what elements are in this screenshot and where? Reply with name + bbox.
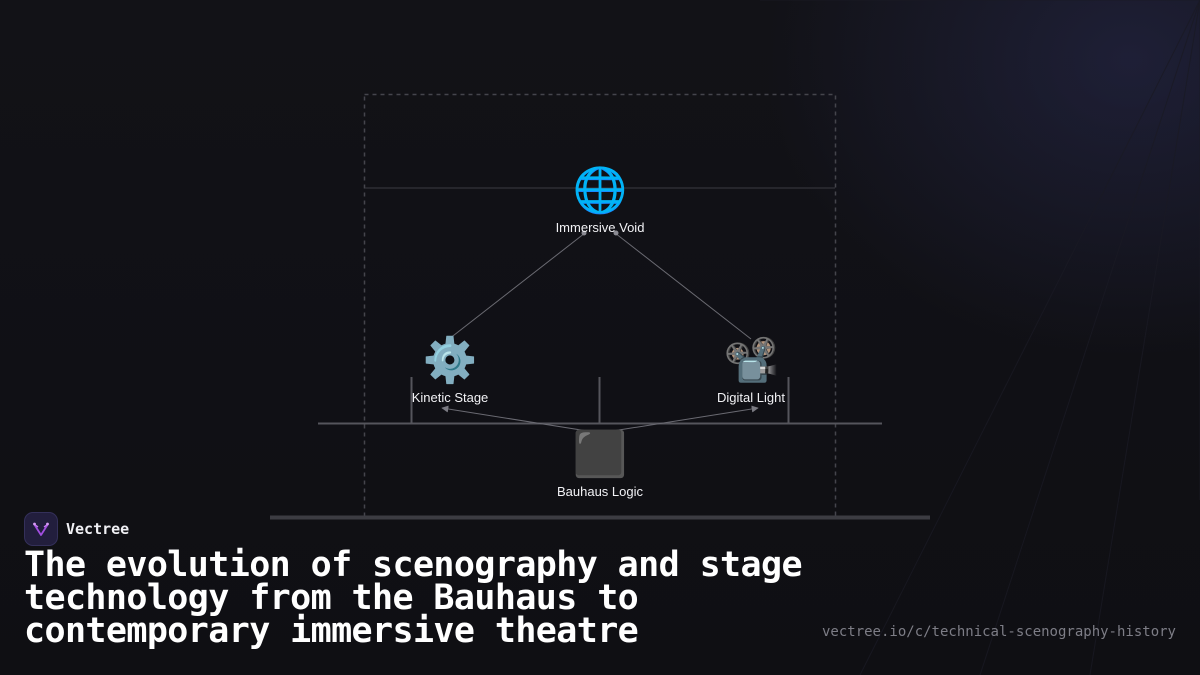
- brand-name: Vectree: [66, 520, 130, 538]
- node-kinetic-stage: ⚙️ Kinetic Stage: [370, 336, 530, 405]
- gear-icon: ⚙️: [422, 336, 478, 385]
- vectree-logo-icon: [24, 512, 58, 546]
- edge-anchor-left: [581, 230, 587, 236]
- vectree-mark-icon: [33, 522, 49, 536]
- node-label: Bauhaus Logic: [556, 484, 643, 499]
- brand: Vectree: [24, 512, 129, 546]
- film-projector-icon: 📽️: [723, 336, 779, 385]
- edge-bauhaus-to-light: [599, 405, 759, 434]
- globe-icon: 🌐: [572, 166, 628, 215]
- node-digital-light: 📽️ Digital Light: [671, 336, 831, 405]
- node-label: Digital Light: [717, 390, 785, 405]
- page-title: The evolution of scenography and stage t…: [24, 545, 803, 651]
- source-url: vectree.io/c/technical-scenography-histo…: [821, 624, 1176, 640]
- edge-anchor-right: [613, 230, 619, 236]
- edge-void-to-light: [614, 232, 752, 340]
- edge-void-to-kinetic: [448, 232, 586, 340]
- node-label: Immersive Void: [555, 220, 645, 235]
- node-bauhaus-logic: ⬛ Bauhaus Logic: [520, 430, 680, 499]
- black-square-icon: ⬛: [572, 430, 628, 479]
- edge-bauhaus-to-kinetic: [441, 405, 601, 434]
- node-label: Kinetic Stage: [411, 390, 489, 405]
- node-immersive-void: 🌐 Immersive Void: [520, 166, 680, 235]
